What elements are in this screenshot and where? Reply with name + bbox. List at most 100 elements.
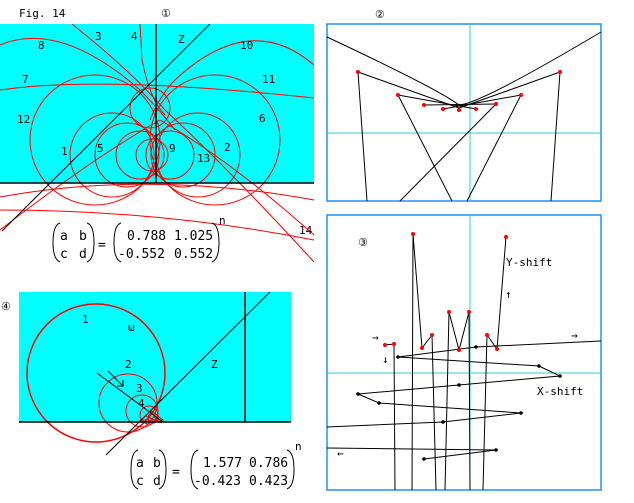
panel-4-arrow-icon	[107, 370, 124, 387]
diagram-mark	[356, 70, 360, 74]
circle-label-1: 1	[82, 313, 89, 326]
panel-1	[0, 23, 315, 263]
diagram-mark	[26, 303, 166, 443]
diagram-mark	[447, 310, 451, 314]
diagram-mark	[430, 333, 434, 337]
diagram-mark	[357, 71, 460, 109]
right-arrow-icon: →	[571, 329, 578, 342]
diagram-mark	[411, 233, 414, 491]
curve-label-9: 9	[169, 142, 176, 155]
diagram-mark	[356, 392, 360, 396]
matrix-rhs-a: 1.577	[203, 456, 242, 471]
panel-1-z-label: Z	[178, 33, 185, 46]
diagram-mark	[474, 345, 478, 349]
omega-label: ω	[128, 321, 135, 334]
curve-7-11	[0, 83, 315, 99]
curve-label-10: 10	[240, 39, 253, 52]
circle-label-2: 2	[125, 358, 132, 371]
diagram-mark	[474, 107, 478, 111]
curve-lower-arc	[0, 183, 315, 201]
matrix-lhs-b: b	[79, 229, 87, 244]
panel-4-marker: ④	[1, 300, 11, 313]
up-arrow-icon: ↑	[505, 288, 512, 301]
curve-10	[149, 40, 315, 121]
diagram-mark	[519, 93, 523, 97]
diagram-mark	[422, 103, 426, 107]
panel-3-frame	[326, 214, 602, 491]
curve-label-3: 3	[95, 30, 102, 43]
curve-5	[94, 122, 160, 188]
diagram-mark	[558, 70, 562, 74]
diagram-mark	[558, 374, 562, 378]
x-shift-label: X-shift	[537, 385, 583, 398]
diagram-mark	[383, 343, 387, 347]
curve-3	[71, 23, 315, 263]
diagram-mark	[130, 449, 167, 490]
matrix-exponent: n	[295, 440, 302, 453]
panel-3-lines	[326, 233, 602, 491]
diagram-mark	[399, 103, 497, 202]
matrix-equals: =	[172, 465, 180, 480]
diagram-mark	[423, 103, 497, 106]
diagram-mark	[140, 409, 165, 424]
curve-8	[0, 38, 176, 131]
curve-label-4: 4	[131, 30, 138, 43]
curve-label-11: 11	[262, 73, 275, 86]
panel-1-matrix-equation: a b c d = 0.788 1.025 -0.552 0.552 n	[52, 214, 226, 263]
diagram-mark	[98, 373, 158, 433]
curve-12	[29, 74, 161, 206]
right-arrow-icon: →	[372, 331, 379, 344]
circle-label-4: 4	[138, 397, 145, 410]
panel-4-z-line	[105, 291, 271, 456]
panel-2-marker: ②	[375, 8, 385, 21]
curve-label-13: 13	[197, 152, 210, 165]
panel-2-frame	[326, 23, 602, 202]
diagram-mark	[392, 342, 396, 346]
panel-2-points	[356, 70, 562, 112]
panel-3-marker: ③	[358, 236, 368, 249]
diagram-mark	[482, 334, 488, 491]
panel-3: ③ Y-shift X-shift → → ↓ ↑ ←	[326, 214, 602, 491]
curve-4	[139, 23, 166, 116]
left-arrow-icon: ←	[337, 447, 344, 460]
circle-label-3: 3	[136, 382, 143, 395]
diagram-mark	[411, 232, 415, 236]
curve-label-1: 1	[61, 145, 68, 158]
curve-label-5: 5	[97, 142, 104, 155]
curve-9	[145, 130, 195, 180]
curve-label-8: 8	[38, 39, 45, 52]
curve-1	[69, 112, 155, 198]
curve-label-2: 2	[224, 141, 231, 154]
panel-2-lines	[326, 31, 602, 202]
matrix-equals: =	[98, 238, 106, 253]
matrix-rhs-d: 0.423	[249, 474, 288, 489]
panel-4-matrix-equation: a b c d = 1.577 0.786 -0.423 0.423 n	[130, 440, 302, 490]
y-shift-label: Y-shift	[506, 256, 552, 269]
panel-1-curves	[0, 23, 315, 263]
matrix-rhs-c: -0.552	[118, 247, 165, 262]
curve-loop-a	[115, 130, 165, 180]
diagram-mark	[457, 348, 461, 352]
curve-label-12: 12	[17, 113, 30, 126]
rhs-brackets	[113, 222, 220, 263]
diagram-mark	[457, 383, 461, 387]
panel-4-spiral-axis	[96, 372, 164, 423]
diagram-mark	[422, 457, 426, 461]
matrix-exponent: n	[219, 214, 226, 227]
panel-1-z-line	[1, 23, 211, 232]
matrix-rhs-c: -0.423	[194, 474, 241, 489]
diagram-mark	[467, 310, 471, 314]
diagram-mark	[442, 94, 522, 110]
panel-3-black-points	[356, 345, 562, 461]
curve-label-6: 6	[259, 112, 266, 125]
diagram-mark	[397, 94, 453, 202]
diagram-mark	[396, 93, 400, 97]
diagram-mark	[357, 71, 368, 202]
diagram-mark	[420, 346, 424, 350]
diagram-mark	[139, 405, 159, 425]
matrix-rhs-b: 0.786	[249, 456, 288, 471]
diagram-mark	[125, 394, 159, 428]
diagram-mark	[458, 71, 561, 109]
matrix-rhs-b: 1.025	[174, 229, 213, 244]
diagram-mark	[457, 108, 461, 112]
